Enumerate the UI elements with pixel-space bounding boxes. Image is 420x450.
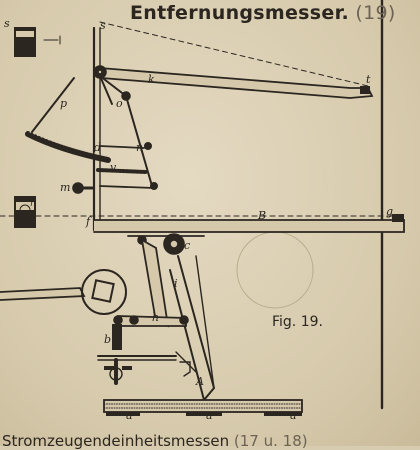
heading-title: Entfernungsmesser. (130, 2, 350, 24)
joint-n1 (144, 142, 153, 151)
arm-n (125, 95, 153, 187)
sight-t (360, 86, 370, 94)
footer-ref: (17 u. 18) (233, 432, 308, 450)
arm-B (93, 219, 405, 233)
heading-ref: (19) (355, 2, 396, 24)
sight-line-top (99, 21, 369, 87)
label-m: m (60, 181, 71, 194)
bar-upper (99, 145, 145, 149)
joint-h-right (179, 315, 189, 325)
base-foot-left (106, 412, 140, 416)
sight-g (392, 214, 404, 222)
label-r-sub: r (30, 199, 35, 209)
label-v: v (110, 161, 117, 174)
label-a-left: a (126, 409, 133, 422)
wrench-square (91, 279, 115, 303)
label-g: g (386, 205, 394, 218)
scale-arc (25, 131, 111, 163)
arm-p (31, 77, 75, 133)
faint-circle (236, 231, 314, 309)
joint-h-left (113, 315, 123, 325)
wrench-handle (0, 287, 86, 301)
plate-footer: Stromzeugendeinheitsmessen (17 u. 18) (2, 432, 308, 450)
knob-m (72, 182, 84, 194)
label-s: s (100, 19, 106, 32)
label-o: o (116, 97, 123, 110)
label-d: d (94, 141, 102, 154)
label-i: i (174, 277, 178, 290)
label-h: h (152, 311, 160, 324)
figure-label: Fig. 19. (272, 314, 323, 330)
label-s-small: s (4, 17, 10, 30)
label-B: B (258, 209, 267, 222)
label-t: t (366, 73, 371, 86)
lever-k (98, 67, 374, 99)
label-a-mid: a (206, 409, 213, 422)
base-plate (103, 399, 303, 413)
wrench-ring (81, 269, 127, 315)
bar-lower (99, 185, 155, 189)
label-A: A (196, 375, 204, 388)
label-c: c (184, 239, 191, 252)
column-A (169, 255, 216, 403)
base-foot-right (264, 412, 302, 416)
label-f: f (86, 215, 91, 228)
footer-text: Stromzeugendeinheitsmessen (2, 432, 230, 450)
plate-heading: Entfernungsmesser. (19) (130, 2, 396, 24)
joint-h-mid (129, 315, 139, 325)
label-a-right: a (290, 409, 297, 422)
joint-n2 (150, 182, 159, 191)
arm-o (99, 75, 113, 105)
screw-v (96, 168, 148, 174)
label-b: b (104, 333, 112, 346)
label-k: k (148, 73, 155, 86)
base-foot-mid (186, 412, 222, 416)
joint-o (121, 91, 131, 101)
post-b (112, 324, 122, 350)
label-p: p (60, 97, 68, 110)
label-n: n (136, 141, 144, 154)
